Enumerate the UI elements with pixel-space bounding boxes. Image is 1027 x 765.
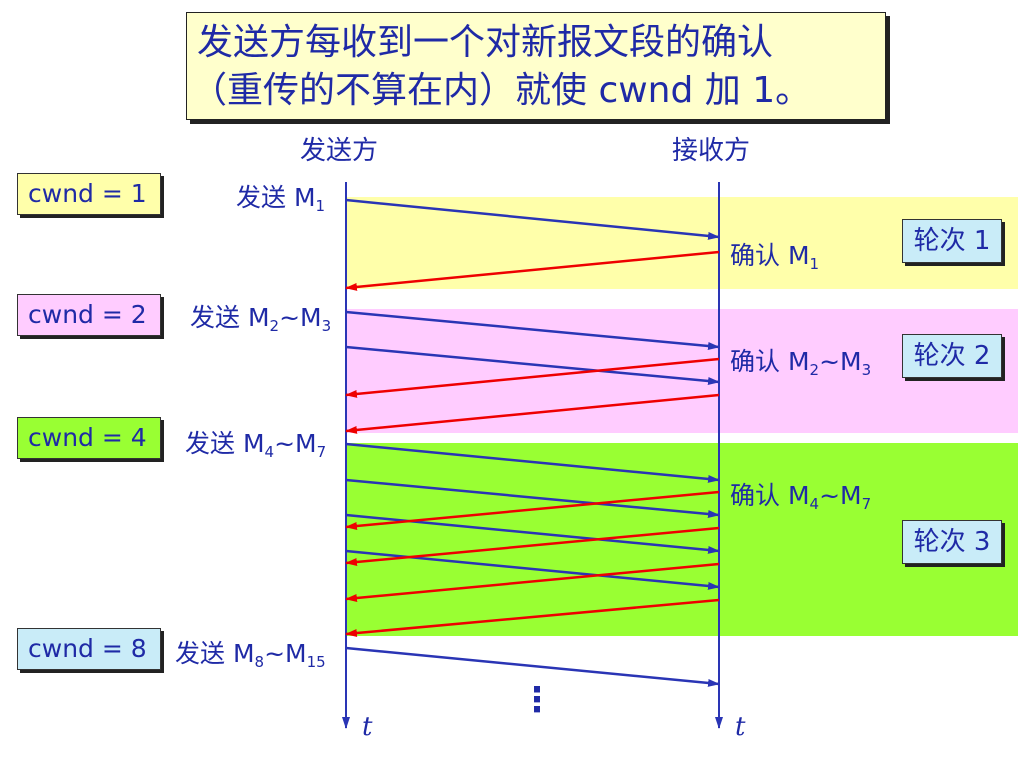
ack-arrow <box>345 598 720 637</box>
send-arrow <box>345 310 720 350</box>
round-badge-2: 轮次 2 <box>902 334 1002 378</box>
send-label-2: 发送 M2~M3 <box>190 303 332 335</box>
sender-header: 发送方 <box>300 136 379 166</box>
send-arrow <box>345 345 720 385</box>
receiver-header: 接收方 <box>672 136 751 166</box>
cwnd-label-4: cwnd = 4 <box>17 417 161 459</box>
send-arrow <box>345 478 720 518</box>
receiver-time-label: t <box>735 712 746 742</box>
ack-arrow <box>345 250 720 291</box>
ack-label-2: 确认 M2~M3 <box>730 347 872 379</box>
cwnd-label-1: cwnd = 1 <box>17 173 161 215</box>
cwnd-label-2: cwnd = 2 <box>17 294 161 336</box>
round-badge-3: 轮次 3 <box>902 520 1002 564</box>
ack-label-3: 确认 M4~M7 <box>730 481 872 513</box>
round-badge-1: 轮次 1 <box>902 219 1002 263</box>
ack-arrow <box>345 357 720 398</box>
send-arrow <box>345 198 720 240</box>
title-line-1: 发送方每收到一个对新报文段的确认 <box>197 22 774 63</box>
title-line-2: （重传的不算在内）就使 cwnd 加 1。 <box>191 70 812 111</box>
ack-arrow <box>345 490 720 530</box>
ack-arrow <box>345 562 720 602</box>
send-label-3: 发送 M4~M7 <box>185 429 327 461</box>
title-box: 发送方每收到一个对新报文段的确认 （重传的不算在内）就使 cwnd 加 1。 <box>186 12 886 120</box>
ack-label-1: 确认 M1 <box>730 241 820 273</box>
sender-time-label: t <box>362 712 373 742</box>
ack-arrow <box>345 393 720 434</box>
send-arrow <box>345 646 720 687</box>
continuation-ellipsis: ⋮ <box>520 680 554 720</box>
send-label-1: 发送 M1 <box>236 183 326 215</box>
cwnd-label-8: cwnd = 8 <box>17 628 161 670</box>
send-label-4: 发送 M8~M15 <box>175 639 326 671</box>
send-arrow <box>345 442 720 483</box>
ack-arrow <box>345 526 720 566</box>
